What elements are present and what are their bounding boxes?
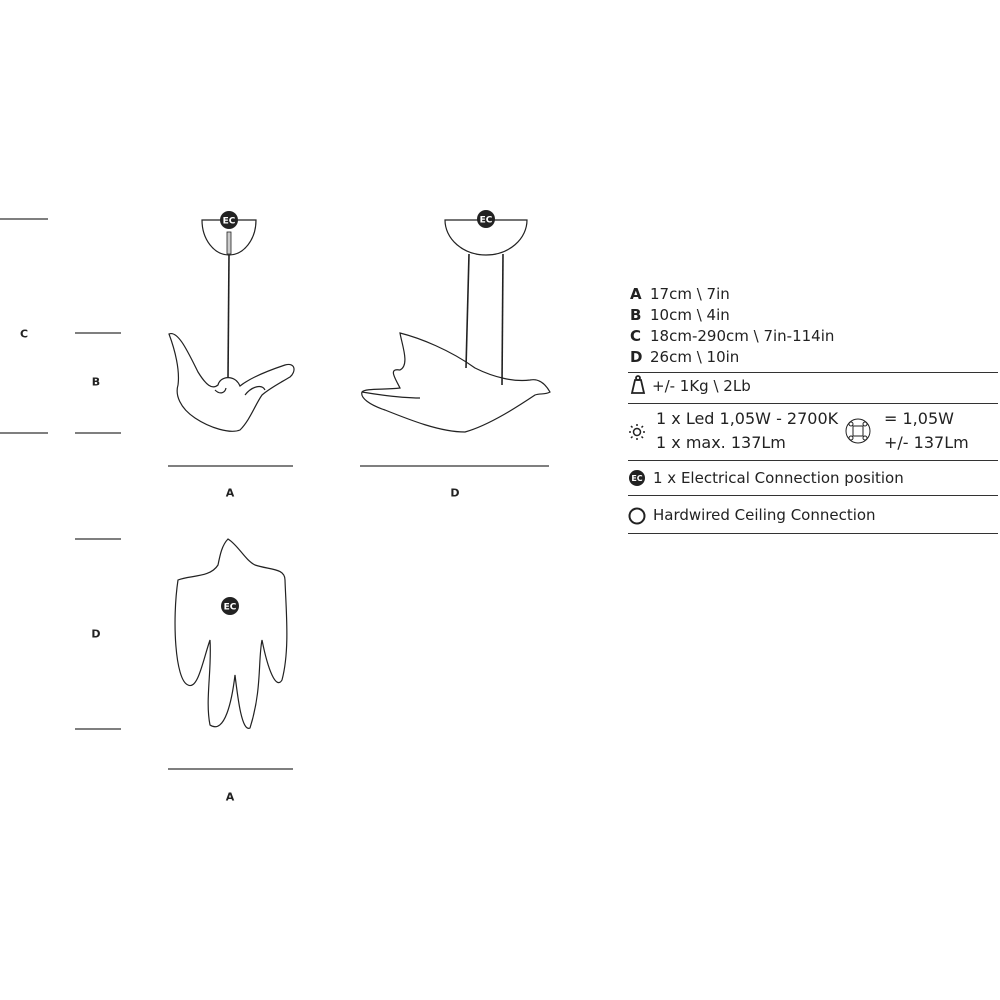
dim-label-a-top: A bbox=[225, 790, 235, 804]
dim-label-b: B bbox=[91, 375, 101, 389]
spec-led-power: 1 x Led 1,05W - 2700K bbox=[656, 409, 839, 428]
divider bbox=[628, 460, 998, 461]
svg-text:EC: EC bbox=[631, 474, 642, 483]
sun-icon bbox=[629, 424, 645, 440]
value: 10cm \ 4in bbox=[650, 306, 730, 324]
ec-badge-front: EC bbox=[223, 217, 236, 227]
spec-total-lumen: +/- 137Lm bbox=[884, 433, 969, 452]
bird-side bbox=[361, 332, 551, 433]
letter: C bbox=[630, 327, 642, 345]
divider bbox=[628, 533, 998, 534]
spec-dim-c: C 18cm-290cm \ 7in-114in bbox=[630, 327, 834, 345]
ec-icon: EC bbox=[629, 470, 645, 486]
value: 18cm-290cm \ 7in-114in bbox=[650, 327, 835, 345]
dim-label-d-top: D bbox=[91, 627, 101, 641]
side-view-lamp bbox=[361, 219, 551, 433]
canopy bbox=[444, 219, 528, 256]
divider bbox=[628, 403, 998, 404]
spec-dim-d: D 26cm \ 10in bbox=[630, 348, 739, 366]
spec-hardwired: Hardwired Ceiling Connection bbox=[653, 506, 876, 524]
weight-icon bbox=[630, 375, 646, 394]
dimension-lines bbox=[0, 218, 549, 770]
letter: D bbox=[630, 348, 643, 366]
dim-label-c: C bbox=[19, 327, 29, 341]
canopy bbox=[201, 219, 257, 256]
top-view-lamp bbox=[174, 538, 288, 729]
front-view-lamp bbox=[168, 219, 295, 432]
dim-label-d-side: D bbox=[450, 486, 460, 500]
spec-led-lumen: 1 x max. 137Lm bbox=[656, 433, 786, 452]
spec-total-power: = 1,05W bbox=[884, 409, 954, 428]
divider bbox=[628, 495, 998, 496]
ec-badge-top: EC bbox=[224, 603, 237, 613]
value: 17cm \ 7in bbox=[650, 285, 730, 303]
suspension-cable bbox=[227, 254, 230, 379]
bird-front bbox=[168, 333, 295, 432]
led-module-icon bbox=[845, 418, 871, 444]
spec-dim-a: A 17cm \ 7in bbox=[630, 285, 730, 303]
divider bbox=[628, 372, 998, 373]
dim-label-a-front: A bbox=[225, 486, 235, 500]
value: 26cm \ 10in bbox=[650, 348, 740, 366]
spec-electrical-connection: 1 x Electrical Connection position bbox=[653, 469, 904, 487]
hardwired-circle-icon bbox=[628, 507, 646, 525]
ec-badge-side: EC bbox=[480, 216, 493, 226]
ec-badge-icons bbox=[220, 210, 495, 615]
letter: A bbox=[630, 285, 642, 303]
letter: B bbox=[630, 306, 642, 324]
bird-top bbox=[174, 538, 288, 729]
spec-weight: +/- 1Kg \ 2Lb bbox=[652, 377, 751, 395]
spec-dim-b: B 10cm \ 4in bbox=[630, 306, 730, 324]
